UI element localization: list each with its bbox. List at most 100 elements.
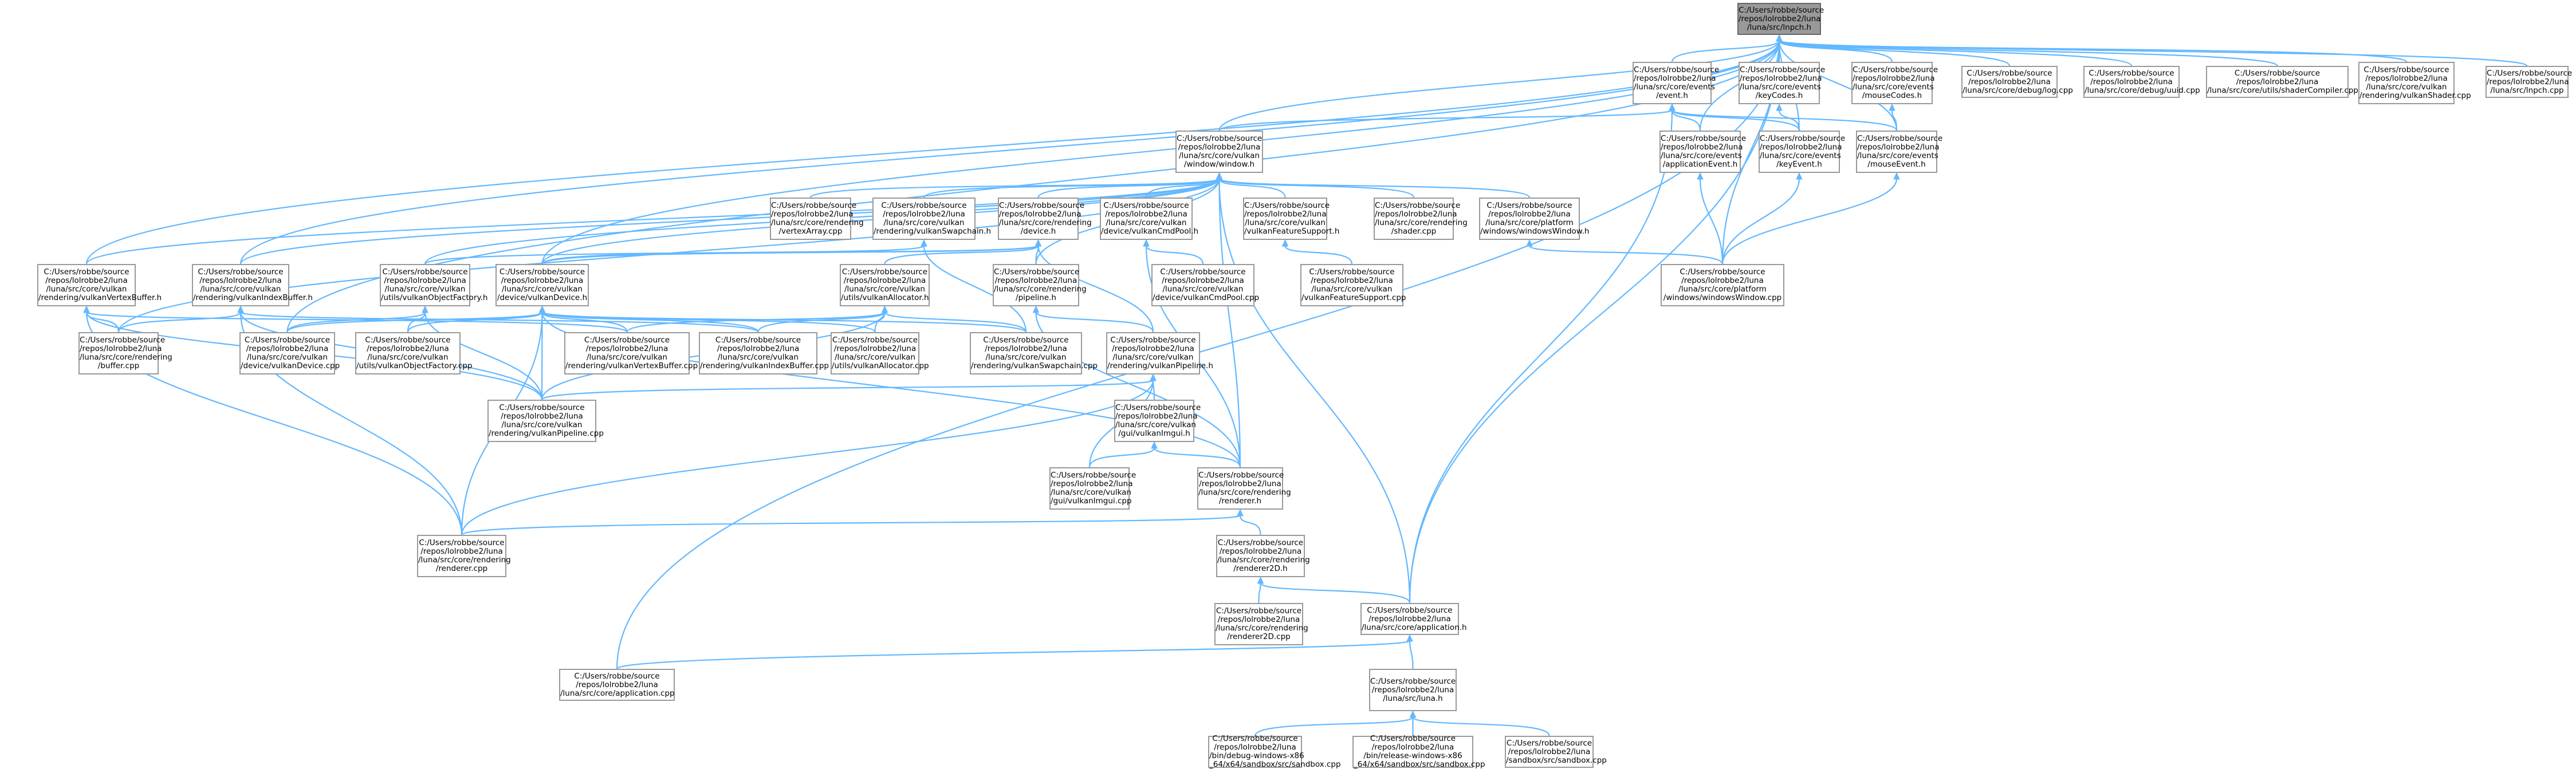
edge-arrowhead: [1032, 305, 1040, 313]
node-label-line: /repos/lolrobbe2/luna: [1857, 143, 1940, 152]
file-node[interactable]: C:/Users/robbe/source/repos/lolrobbe2/lu…: [1479, 198, 1589, 240]
file-node[interactable]: C:/Users/robbe/source/repos/lolrobbe2/lu…: [831, 332, 929, 374]
file-node[interactable]: C:/Users/robbe/source/repos/lolrobbe2/lu…: [1360, 603, 1467, 635]
node-label-line: /repos/lolrobbe2/luna: [1112, 344, 1194, 353]
node-label-line: C:/Users/robbe/source: [382, 267, 468, 277]
file-node[interactable]: C:/Users/robbe/source/repos/lolrobbe2/lu…: [970, 332, 1098, 374]
dependency-edge: [1412, 716, 1550, 736]
file-node[interactable]: C:/Users/robbe/source/repos/lolrobbe2/lu…: [1208, 735, 1341, 769]
node-label-line: /keyCodes.h: [1755, 91, 1803, 100]
file-node[interactable]: C:/Users/robbe/source/repos/lolrobbe2/lu…: [2485, 66, 2572, 98]
file-node[interactable]: C:/Users/robbe/source/repos/lolrobbe2/lu…: [2358, 62, 2471, 104]
node-label-line: /luna/src/core/rendering: [994, 285, 1087, 294]
node-label-line: /luna/src/core/rendering: [999, 218, 1092, 227]
file-node[interactable]: C:/Users/robbe/source/repos/lolrobbe2/lu…: [993, 264, 1087, 306]
file-node[interactable]: C:/Users/robbe/source/repos/lolrobbe2/lu…: [1100, 198, 1198, 240]
dependency-edge: [1699, 178, 1724, 265]
node-label-line: /repos/lolrobbe2/luna: [576, 680, 658, 689]
node-label-line: /rendering/vulkanIndexBuffer.cpp: [700, 361, 829, 370]
file-node[interactable]: C:/Users/robbe/source/repos/lolrobbe2/lu…: [1106, 332, 1213, 374]
edge-arrowhead: [83, 305, 90, 313]
file-node[interactable]: C:/Users/robbe/source/repos/lolrobbe2/lu…: [37, 264, 162, 306]
file-node[interactable]: C:/Users/robbe/source/repos/lolrobbe2/lu…: [78, 332, 172, 374]
node-label-line: /repos/lolrobbe2/luna: [994, 276, 1077, 285]
file-node[interactable]: C:/Users/robbe/source/repos/lolrobbe2/lu…: [1049, 467, 1136, 510]
file-node[interactable]: C:/Users/robbe/source/repos/lolrobbe2/lu…: [487, 400, 604, 442]
file-node[interactable]: C:/Users/robbe/source/repos/lolrobbe2/lu…: [872, 198, 992, 240]
dependency-edge: [1409, 40, 1780, 604]
file-node[interactable]: C:/Users/robbe/source/repos/lolrobbe2/lu…: [840, 264, 930, 306]
node-label-line: /rendering/vulkanSwapchain.cpp: [971, 361, 1098, 370]
node-label-line: C:/Users/robbe/source: [1506, 738, 1592, 748]
file-node[interactable]: C:/Users/robbe/source/repos/lolrobbe2/lu…: [1114, 400, 1201, 442]
file-node[interactable]: C:/Users/robbe/source/repos/lolrobbe2/lu…: [1505, 736, 1607, 768]
dependency-edge: [407, 311, 543, 333]
file-node[interactable]: C:/Users/robbe/source/repos/lolrobbe2/lu…: [1352, 735, 1485, 769]
node-label-line: /repos/lolrobbe2/luna: [1760, 143, 1842, 152]
node-label-line: /repos/lolrobbe2/luna: [1739, 14, 1821, 23]
file-node[interactable]: C:/Users/robbe/source/repos/lolrobbe2/lu…: [380, 264, 487, 306]
file-node[interactable]: C:/Users/robbe/source/repos/lolrobbe2/lu…: [417, 535, 511, 577]
node-label-line: /luna/src/core/vulkan: [1051, 488, 1131, 497]
node-label-line: C:/Users/robbe/source: [715, 336, 801, 345]
node-label-line: C:/Users/robbe/source: [1661, 134, 1747, 143]
edge-arrowhead: [921, 239, 927, 247]
dependency-edge: [757, 311, 886, 333]
file-node[interactable]: C:/Users/robbe/source/repos/lolrobbe2/lu…: [1851, 62, 1938, 104]
file-node[interactable]: C:/Users/robbe/source/repos/lolrobbe2/lu…: [1856, 131, 1942, 173]
dependency-edge: [541, 311, 628, 333]
file-node[interactable]: C:/Users/robbe/source/repos/lolrobbe2/lu…: [495, 264, 589, 306]
file-node[interactable]: C:/Users/robbe/source/repos/lolrobbe2/lu…: [1739, 62, 1825, 104]
file-node[interactable]: C:/Users/robbe/source/repos/lolrobbe2/lu…: [770, 198, 864, 240]
root-file-node: C:/Users/robbe/source/repos/lolrobbe2/lu…: [1737, 3, 1824, 35]
file-node[interactable]: C:/Users/robbe/source/repos/lolrobbe2/lu…: [1661, 264, 1784, 306]
file-node[interactable]: C:/Users/robbe/source/repos/lolrobbe2/lu…: [355, 332, 472, 374]
file-node[interactable]: C:/Users/robbe/source/repos/lolrobbe2/lu…: [1633, 62, 1720, 104]
file-node[interactable]: C:/Users/robbe/source/repos/lolrobbe2/lu…: [564, 332, 698, 374]
node-label-line: C:/Users/robbe/source: [2234, 68, 2321, 78]
file-node[interactable]: C:/Users/robbe/source/repos/lolrobbe2/lu…: [239, 332, 340, 374]
file-node[interactable]: C:/Users/robbe/source/repos/lolrobbe2/lu…: [1961, 66, 2073, 98]
dependency-edge: [461, 514, 1241, 536]
node-label-line: /repos/lolrobbe2/luna: [1178, 143, 1261, 152]
edge-arrowhead: [1889, 103, 1895, 111]
node-label-line: /pipeline.h: [1016, 293, 1056, 302]
file-node[interactable]: C:/Users/robbe/source/repos/lolrobbe2/lu…: [1369, 669, 1457, 711]
file-node[interactable]: C:/Users/robbe/source/repos/lolrobbe2/lu…: [1151, 264, 1259, 306]
node-label-line: /rendering/vulkanSwapchain.h: [874, 227, 992, 236]
file-node[interactable]: C:/Users/robbe/source/repos/lolrobbe2/lu…: [192, 264, 313, 306]
file-node[interactable]: C:/Users/robbe/source/repos/lolrobbe2/lu…: [2206, 66, 2358, 98]
dependency-edge: [1260, 582, 1411, 604]
file-node[interactable]: C:/Users/robbe/source/repos/lolrobbe2/lu…: [1216, 535, 1310, 577]
file-node[interactable]: C:/Users/robbe/source/repos/lolrobbe2/lu…: [1175, 131, 1263, 173]
file-node[interactable]: C:/Users/robbe/source/repos/lolrobbe2/lu…: [2083, 66, 2200, 98]
file-node[interactable]: C:/Users/robbe/source/repos/lolrobbe2/lu…: [998, 198, 1092, 240]
edge-arrowhead: [1035, 239, 1042, 247]
node-label-line: /luna/src/core/rendering: [1217, 555, 1310, 565]
file-node[interactable]: C:/Users/robbe/source/repos/lolrobbe2/lu…: [559, 669, 675, 701]
file-node[interactable]: C:/Users/robbe/source/repos/lolrobbe2/lu…: [1243, 198, 1339, 240]
file-node[interactable]: C:/Users/robbe/source/repos/lolrobbe2/lu…: [1197, 467, 1291, 510]
node-label-line: /repos/lolrobbe2/luna: [843, 276, 926, 285]
file-node[interactable]: C:/Users/robbe/source/repos/lolrobbe2/lu…: [1759, 131, 1845, 173]
node-label-line: /renderer.h: [1218, 496, 1262, 506]
file-node[interactable]: C:/Users/robbe/source/repos/lolrobbe2/lu…: [1659, 131, 1747, 173]
file-node[interactable]: C:/Users/robbe/source/repos/lolrobbe2/lu…: [699, 332, 829, 374]
node-label-line: /buffer.cpp: [97, 361, 140, 370]
file-node[interactable]: C:/Users/robbe/source/repos/lolrobbe2/lu…: [1374, 198, 1468, 240]
file-node[interactable]: C:/Users/robbe/source/repos/lolrobbe2/lu…: [1214, 603, 1308, 645]
file-node[interactable]: C:/Users/robbe/source/repos/lolrobbe2/lu…: [1300, 264, 1406, 306]
node-label-line: C:/Users/robbe/source: [1634, 65, 1720, 74]
node-label-line: /vertexArray.cpp: [778, 227, 843, 236]
node-label-line: /repos/lolrobbe2/luna: [1968, 77, 2051, 86]
node-label-line: /luna/src/core/vulkan: [501, 420, 583, 429]
node-label-line: /repos/lolrobbe2/luna: [501, 412, 583, 421]
node-label-line: /luna/src/core/events: [1857, 151, 1938, 160]
edge-arrowhead: [1409, 710, 1417, 718]
node-label-line: C:/Users/robbe/source: [994, 267, 1080, 277]
node-label-line: /repos/lolrobbe2/luna: [999, 210, 1081, 219]
edge-arrowhead: [1150, 373, 1157, 381]
dependency-edge: [85, 178, 1220, 265]
node-label-line: /bin/debug-windows-x86: [1209, 751, 1304, 760]
